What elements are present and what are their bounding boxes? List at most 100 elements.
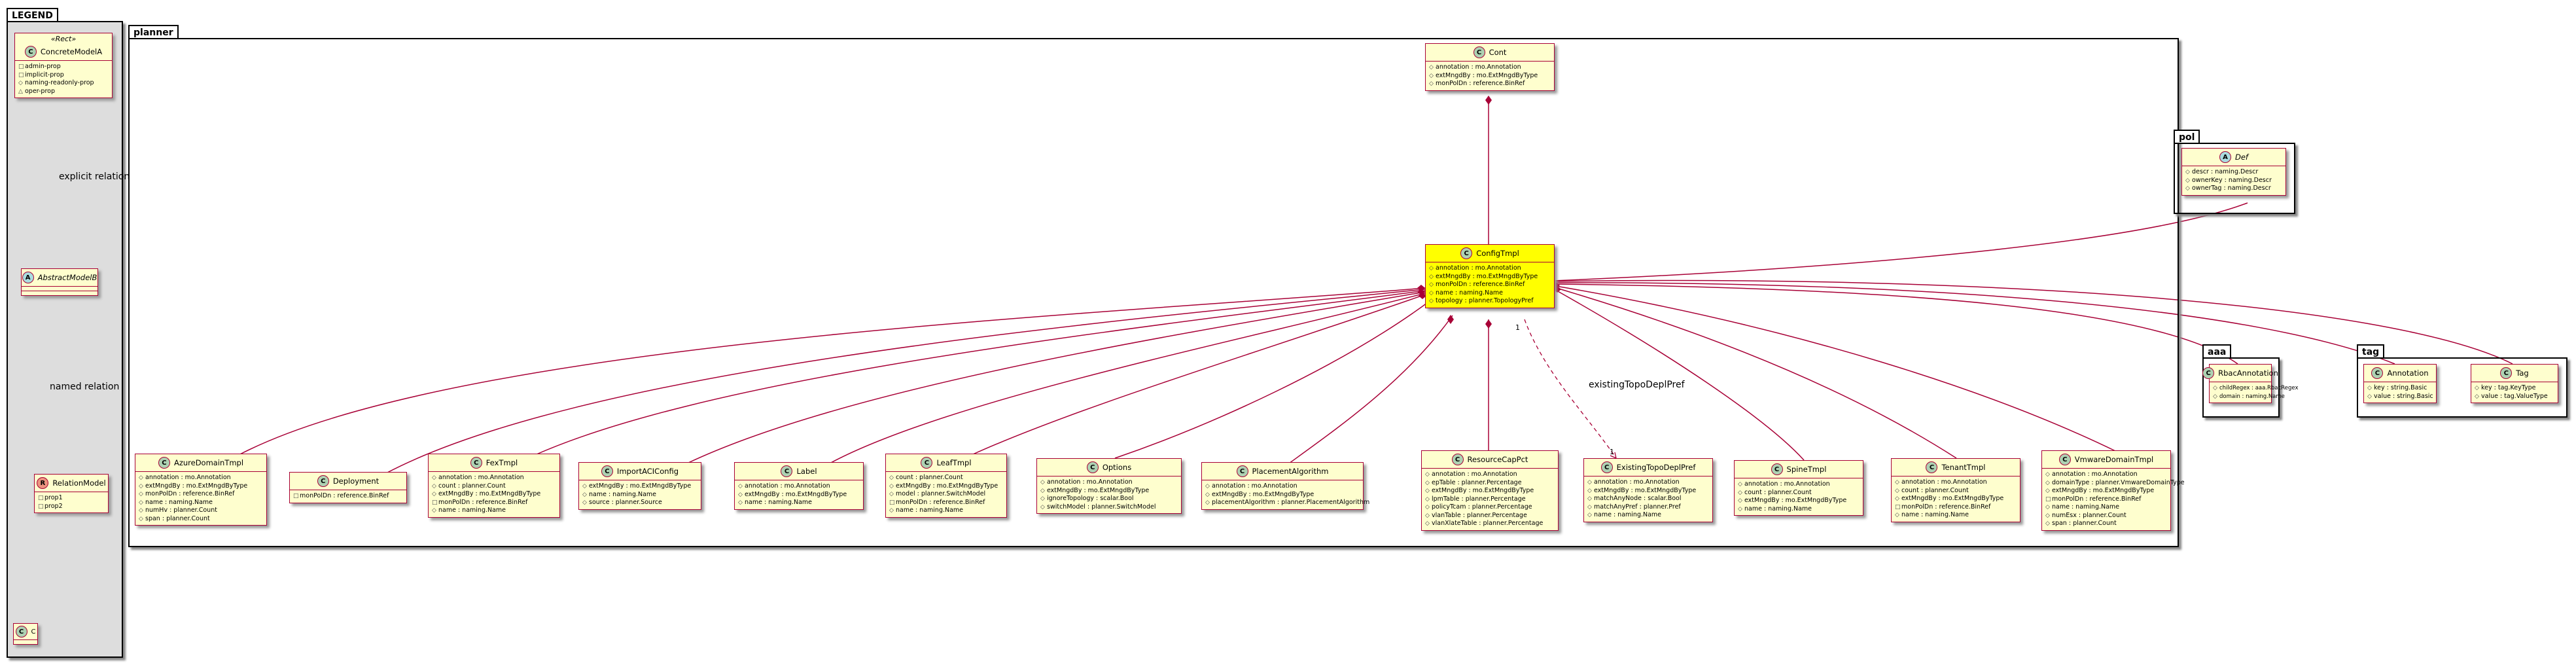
existing-topo-depl-pref-label: existingTopoDeplPref xyxy=(1589,380,1685,390)
rect-stereotype: «Rect» xyxy=(50,35,77,43)
attr: extMngdBy : mo.ExtMngdByType xyxy=(1744,497,1847,504)
attr: lpmTable : planner.Percentage xyxy=(1432,495,1526,503)
class-name: Annotation xyxy=(2387,368,2429,378)
relation-icon: R xyxy=(37,477,49,489)
attr: name : naming.Name xyxy=(145,498,213,506)
edge-spine xyxy=(1551,287,1805,461)
legend-package xyxy=(7,21,123,658)
pol-package xyxy=(2174,143,2295,214)
edge-placement xyxy=(1288,315,1453,464)
edge-options xyxy=(1114,300,1430,459)
class-name: ImportACIConfig xyxy=(616,467,679,476)
class-icon: C xyxy=(317,475,329,487)
attr: extMngdBy : mo.ExtMngdByType xyxy=(145,482,248,490)
class-icon: C xyxy=(1086,461,1099,473)
attr: switchModel : planner.SwitchModel xyxy=(1047,503,1156,511)
class-icon: C xyxy=(1460,247,1473,259)
edge-tenant xyxy=(1551,286,1957,459)
attr: monPolDn : reference.BinRef xyxy=(896,498,985,506)
attr: domainType : planner.VmwareDomainType xyxy=(2052,478,2185,486)
class-name: TenantTmpl xyxy=(1941,463,1986,472)
attr: span : planner.Count xyxy=(2052,520,2117,527)
attr: key : string.Basic xyxy=(2374,384,2427,391)
attr: annotation : mo.Annotation xyxy=(1436,63,1521,71)
class-icon: C xyxy=(2202,367,2215,379)
edge-annotation xyxy=(1551,282,2395,365)
edge-importaci xyxy=(686,291,1426,464)
attr: naming-readonly-prop xyxy=(25,79,94,86)
class-name: ConfigTmpl xyxy=(1476,249,1519,258)
attr: prop1 xyxy=(44,494,63,501)
class-name: ExistingTopoDeplPref xyxy=(1616,463,1696,472)
attr: extMngdBy : mo.ExtMngdByType xyxy=(2052,487,2155,494)
planner-tab: planner xyxy=(128,25,179,38)
attr: annotation : mo.Annotation xyxy=(1212,482,1297,490)
attr: count : planner.Count xyxy=(1901,486,1969,494)
class-name: LeafTmpl xyxy=(936,458,972,467)
explicit-relation-label: explicit relation xyxy=(59,171,130,182)
attr: annotation : mo.Annotation xyxy=(1594,478,1680,486)
attr: domain : naming.Name xyxy=(2219,393,2285,400)
class-icon: C xyxy=(470,457,482,469)
class-icon: C xyxy=(2500,367,2513,379)
legend-tab: LEGEND xyxy=(7,8,58,21)
class-icon: C xyxy=(1473,46,1485,58)
attr: annotation : mo.Annotation xyxy=(2052,471,2138,478)
abstract-icon: A xyxy=(2219,151,2231,163)
attr: monPolDn : reference.BinRef xyxy=(1436,80,1525,87)
class-name: Options xyxy=(1102,463,1132,472)
attr: vlanXlateTable : planner.Percentage xyxy=(1432,520,1544,527)
attr: model : planner.SwitchModel xyxy=(896,490,986,497)
attr: matchAnyPref : planner.Pref xyxy=(1594,503,1681,511)
attr: oper-prop xyxy=(25,87,55,95)
attr: extMngdBy : mo.ExtMngdByType xyxy=(745,490,847,498)
class-name: Label xyxy=(796,467,817,476)
attr: name : naming.Name xyxy=(896,507,964,514)
class-icon: C xyxy=(1771,463,1783,475)
edge-rbac xyxy=(1551,283,2238,365)
attr: ignoreTopology : scalar.Bool xyxy=(1047,495,1134,502)
attr: value : string.Basic xyxy=(2374,392,2433,400)
class-icon: C xyxy=(781,465,793,477)
class-icon: C xyxy=(1451,454,1464,465)
attr: extMngdBy : mo.ExtMngdByType xyxy=(1436,71,1538,79)
planner-package xyxy=(128,38,2179,547)
attr: monPolDn : reference.BinRef xyxy=(145,490,235,497)
class-name: AbstractModelB xyxy=(37,273,97,282)
attr: monPolDn : reference.BinRef xyxy=(2052,495,2142,503)
class-name: Deployment xyxy=(332,476,379,486)
attr: extMngdBy : mo.ExtMngdByType xyxy=(1432,487,1534,494)
attr: count : planner.Count xyxy=(1744,488,1812,496)
attr: extMngdBy : mo.ExtMngdByType xyxy=(589,482,692,490)
attr: numEsx : planner.Count xyxy=(2052,511,2126,519)
attr: annotation : mo.Annotation xyxy=(438,474,524,481)
attr: extMngdBy : mo.ExtMngdByType xyxy=(1901,495,2004,502)
attr: name : naming.Name xyxy=(1744,505,1812,512)
class-icon: C xyxy=(1236,465,1248,477)
class-c: C C xyxy=(13,623,38,645)
attr: vlanTable : planner.Percentage xyxy=(1432,511,1527,519)
edge-fex xyxy=(535,290,1426,456)
edge-existing xyxy=(1524,319,1617,459)
attr: matchAnyNode : scalar.Bool xyxy=(1594,495,1682,502)
edge-azure xyxy=(238,287,1426,456)
attr: monPolDn : reference.BinRef xyxy=(438,498,528,506)
class-name: VmwareDomainTmpl xyxy=(2074,455,2154,464)
attr: extMngdBy : mo.ExtMngdByType xyxy=(1047,486,1150,494)
attr: policyTcam : planner.Percentage xyxy=(1432,503,1532,511)
attr: annotation : mo.Annotation xyxy=(1432,471,1517,478)
attr: extMngdBy : mo.ExtMngdByType xyxy=(438,490,541,497)
